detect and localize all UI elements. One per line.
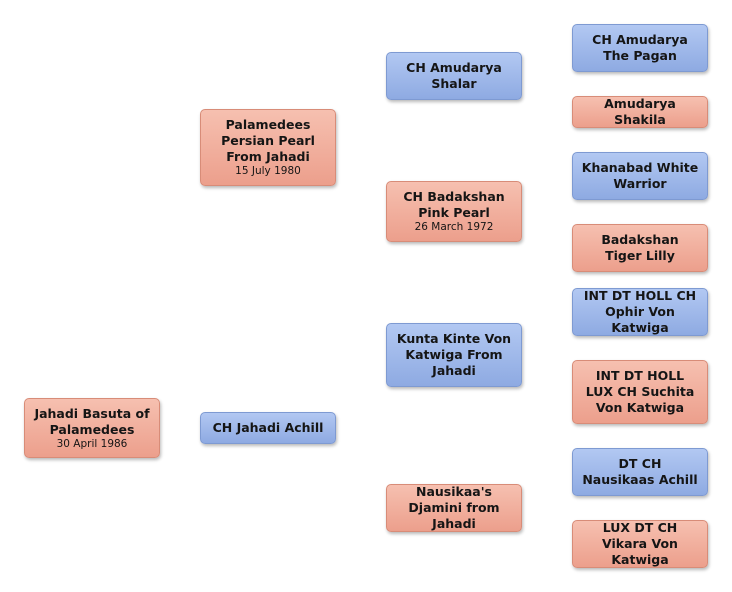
pedigree-node-sire[interactable]: CH Jahadi Achill <box>200 412 336 444</box>
node-name: Khanabad White Warrior <box>581 160 699 191</box>
pedigree-node-gen3-4[interactable]: Badakshan Tiger Lilly <box>572 224 708 272</box>
pedigree-node-gen3-1[interactable]: CH Amudarya The Pagan <box>572 24 708 72</box>
node-name: CH Jahadi Achill <box>212 420 324 435</box>
pedigree-node-dam-dam[interactable]: CH Badakshan Pink Pearl 26 March 1972 <box>386 181 522 242</box>
pedigree-node-subject[interactable]: Jahadi Basuta of Palamedees 30 April 198… <box>24 398 160 458</box>
node-name: Jahadi Basuta of Palamedees <box>34 405 150 437</box>
node-name: Badakshan Tiger Lilly <box>601 232 679 263</box>
pedigree-node-sire-sire[interactable]: Kunta Kinte Von Katwiga From Jahadi <box>386 323 522 387</box>
pedigree-node-gen3-2[interactable]: Amudarya Shakila <box>572 96 708 128</box>
node-date: 15 July 1980 <box>235 165 301 177</box>
node-name: LUX DT CH Vikara Von Katwiga <box>602 520 678 567</box>
pedigree-node-gen3-3[interactable]: Khanabad White Warrior <box>572 152 708 200</box>
node-name: CH Badakshan Pink Pearl <box>403 189 505 220</box>
node-date: 26 March 1972 <box>414 221 494 233</box>
node-name: INT DT HOLL LUX CH Suchita Von Katwiga <box>585 368 695 415</box>
pedigree-node-gen3-5[interactable]: INT DT HOLL CH Ophir Von Katwiga <box>572 288 708 336</box>
pedigree-node-gen3-7[interactable]: DT CH Nausikaas Achill <box>572 448 708 496</box>
node-name: Amudarya Shakila <box>604 96 676 127</box>
node-name: DT CH Nausikaas Achill <box>582 456 698 487</box>
pedigree-node-dam-sire[interactable]: CH Amudarya Shalar <box>386 52 522 100</box>
node-name: Nausikaa's Djamini from Jahadi <box>408 484 500 531</box>
node-name: CH Amudarya The Pagan <box>592 32 688 63</box>
pedigree-node-dam[interactable]: Palamedees Persian Pearl From Jahadi 15 … <box>200 109 336 186</box>
node-name: CH Amudarya Shalar <box>406 60 502 91</box>
pedigree-node-gen3-6[interactable]: INT DT HOLL LUX CH Suchita Von Katwiga <box>572 360 708 424</box>
pedigree-node-gen3-8[interactable]: LUX DT CH Vikara Von Katwiga <box>572 520 708 568</box>
node-name: INT DT HOLL CH Ophir Von Katwiga <box>583 288 697 335</box>
node-name: Kunta Kinte Von Katwiga From Jahadi <box>396 331 512 378</box>
node-name: Palamedees Persian Pearl From Jahadi <box>221 117 315 164</box>
node-date: 30 April 1986 <box>56 437 128 450</box>
pedigree-node-sire-dam[interactable]: Nausikaa's Djamini from Jahadi <box>386 484 522 532</box>
